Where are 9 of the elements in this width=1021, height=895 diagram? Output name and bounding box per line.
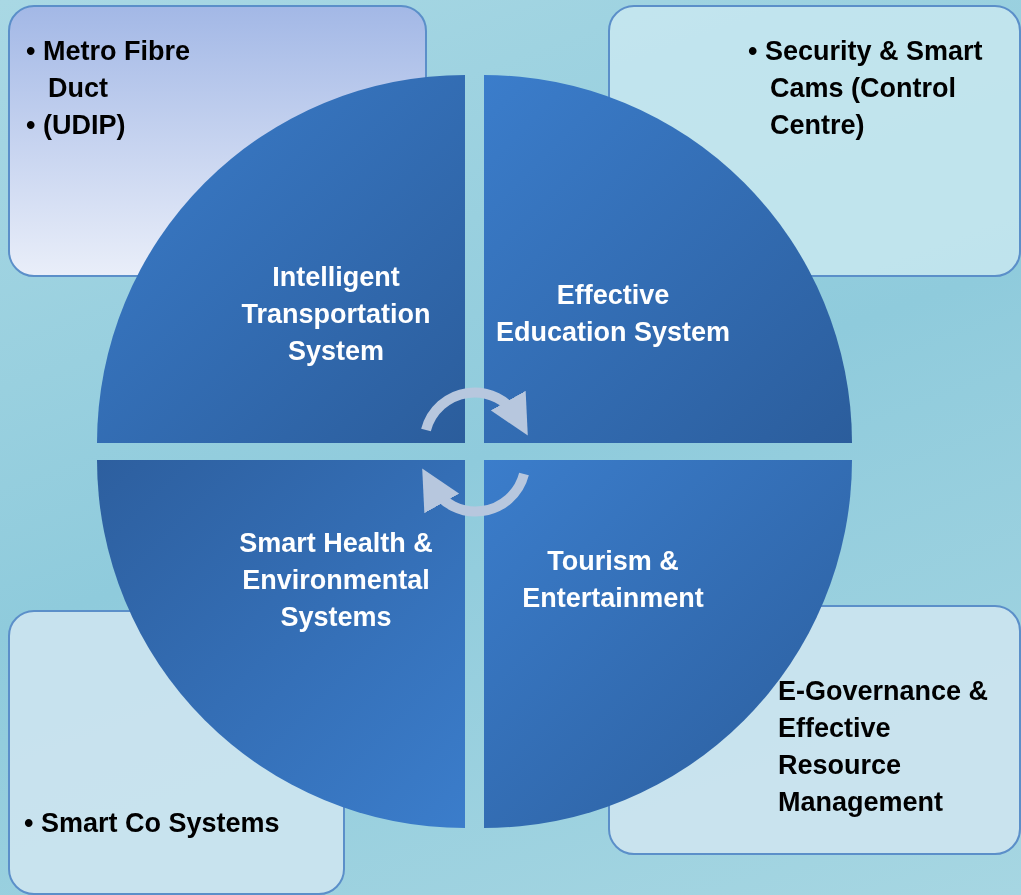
- panel-text: E-Governance & Effective Resource Management: [778, 676, 989, 817]
- segment-label: Smart Health & Environmental Systems: [238, 526, 434, 634]
- panel-text: • Smart Co Systems: [24, 808, 280, 838]
- panel-text: • Security & Smart Cams (Control Centre): [748, 36, 983, 140]
- segment-label: Effective Education System: [494, 279, 732, 349]
- panel-text: • Metro Fibre Duct: [26, 36, 190, 103]
- segment-label: Tourism & Entertainment: [521, 545, 705, 615]
- panel-text: • (UDIP): [26, 110, 126, 140]
- segment-label: Intelligent Transportation System: [240, 260, 432, 368]
